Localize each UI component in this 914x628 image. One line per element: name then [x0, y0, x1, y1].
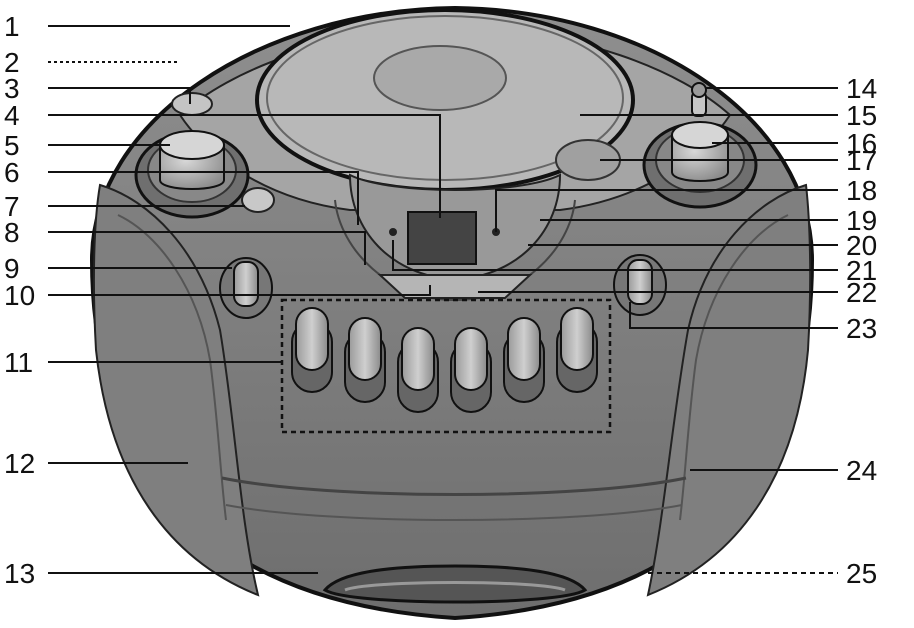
leader-6 — [48, 171, 359, 225]
callout-1: 1 — [4, 11, 20, 42]
callout-24: 24 — [846, 455, 877, 486]
callout-16: 16 — [846, 128, 877, 159]
leader-18 — [495, 189, 838, 232]
lcd-display — [407, 211, 477, 265]
callout-22: 22 — [846, 277, 877, 308]
left-side-control — [233, 261, 259, 307]
leader-4 — [48, 114, 441, 218]
callout-2: 2 — [4, 47, 20, 78]
cd-lid-rim — [266, 15, 624, 181]
callout-15: 15 — [846, 100, 877, 131]
cassette-key — [397, 327, 439, 413]
carry-handle-grip — [344, 581, 566, 592]
cassette-key — [344, 317, 386, 403]
callout-6: 6 — [4, 157, 20, 188]
callout-8: 8 — [4, 217, 20, 248]
front-band — [221, 476, 687, 496]
leader-3 — [48, 87, 191, 104]
right-leader-lines — [392, 87, 838, 574]
leader-23 — [629, 302, 838, 329]
cd-window — [373, 45, 507, 111]
callout-11: 11 — [4, 347, 33, 378]
front-band-2 — [225, 504, 683, 521]
small-switch-3 — [171, 92, 213, 116]
leader-21 — [392, 240, 838, 271]
callout-9: 9 — [4, 253, 20, 284]
left-callouts: 1 2 3 4 5 6 7 8 9 10 11 12 13 — [4, 11, 35, 589]
leader-8 — [48, 231, 366, 265]
callout-13: 13 — [4, 558, 35, 589]
right-speaker-inner — [679, 214, 789, 521]
callout-23: 23 — [846, 313, 877, 344]
callout-3: 3 — [4, 73, 20, 104]
callout-12: 12 — [4, 448, 35, 479]
callout-19: 19 — [846, 205, 877, 236]
callout-25: 25 — [846, 558, 877, 589]
right-knob-top — [671, 121, 729, 149]
callout-21: 21 — [846, 255, 877, 286]
right-callouts: 14 15 16 17 18 19 20 21 22 23 24 25 — [846, 73, 877, 589]
callout-14: 14 — [846, 73, 877, 104]
left-speaker-inner — [117, 214, 227, 521]
callout-7: 7 — [4, 191, 20, 222]
callout-5: 5 — [4, 130, 20, 161]
callout-17: 17 — [846, 145, 877, 176]
indicator-led-left — [389, 228, 397, 236]
callout-18: 18 — [846, 175, 877, 206]
small-jack-7 — [241, 187, 275, 213]
callout-4: 4 — [4, 100, 20, 131]
left-leader-lines — [48, 25, 441, 574]
right-speaker-panel — [646, 183, 812, 597]
right-side-control — [627, 259, 653, 305]
cassette-key — [556, 307, 598, 393]
antenna-tip — [691, 82, 707, 98]
callout-20: 20 — [846, 230, 877, 261]
leader-10 — [48, 285, 431, 296]
cassette-key — [503, 317, 545, 403]
cassette-key — [291, 307, 333, 393]
cassette-keys — [291, 307, 598, 413]
cassette-keys-group-outline — [280, 298, 612, 434]
left-speaker-panel — [92, 183, 260, 597]
callout-10: 10 — [4, 280, 35, 311]
cassette-key — [450, 327, 492, 413]
